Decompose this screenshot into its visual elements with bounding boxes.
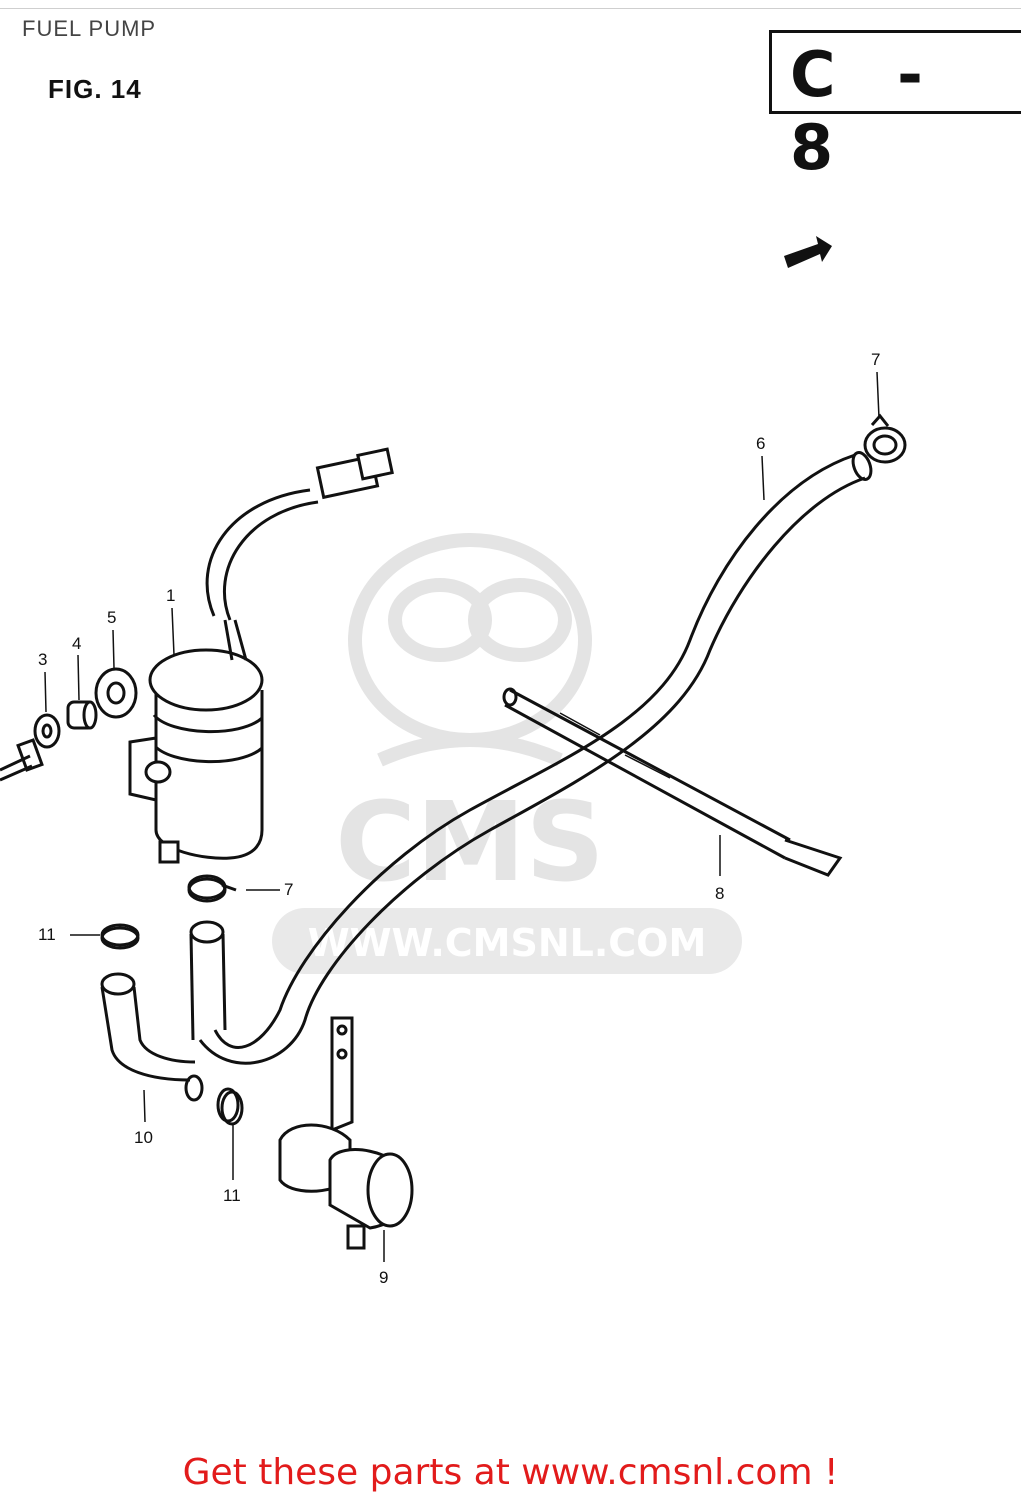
- section-code: C - 8: [790, 38, 943, 184]
- washer: [33, 713, 61, 749]
- fuel-hose-short: [100, 972, 204, 1102]
- fuel-filter: [278, 1016, 414, 1250]
- watermark-url-plate: WWW.CMSNL.COM: [272, 908, 742, 974]
- spacer-collar: [66, 700, 98, 730]
- watermark-url: WWW.CMSNL.COM: [308, 921, 707, 965]
- front-direction-arrow-icon: [784, 236, 832, 268]
- callout-part-7-top: 7: [871, 350, 881, 369]
- callout-part-11-lower: 11: [223, 1186, 241, 1205]
- callout-part-6: 6: [756, 434, 766, 453]
- pump-wire-harness: [205, 447, 394, 661]
- rubber-grommet: [94, 667, 138, 719]
- mounting-strap: [502, 687, 843, 877]
- callout-part-3: 3: [38, 650, 48, 669]
- callout-part-8: 8: [715, 884, 725, 903]
- section-code-box: [769, 30, 1021, 114]
- callout-part-7-middle: 7: [284, 880, 294, 899]
- hose-clamp-left: [100, 923, 140, 950]
- callout-part-4: 4: [72, 634, 82, 653]
- top-rule: [0, 8, 1021, 9]
- callout-leader-lines: [44, 371, 880, 1262]
- footer-shop-link[interactable]: Get these parts at www.cmsnl.com !: [182, 1452, 839, 1493]
- mounting-bolt: [0, 738, 44, 782]
- callout-part-10: 10: [134, 1128, 153, 1147]
- callout-part-1: 1: [166, 586, 176, 605]
- figure-label: FIG. 14: [48, 74, 142, 104]
- watermark-logo: [348, 533, 592, 767]
- fuel-pump-body: [128, 648, 264, 864]
- callout-part-9: 9: [379, 1268, 389, 1287]
- fuel-hose-lower: [189, 920, 227, 1041]
- hose-clamp-middle: [187, 874, 237, 903]
- long-fuel-hose: [198, 451, 873, 1065]
- hose-clamp-top: [863, 413, 907, 464]
- callout-part-11-left: 11: [38, 925, 56, 944]
- hose-clamp-lower: [216, 1087, 244, 1126]
- callout-part-5: 5: [107, 608, 117, 627]
- page-title: FUEL PUMP: [22, 16, 157, 41]
